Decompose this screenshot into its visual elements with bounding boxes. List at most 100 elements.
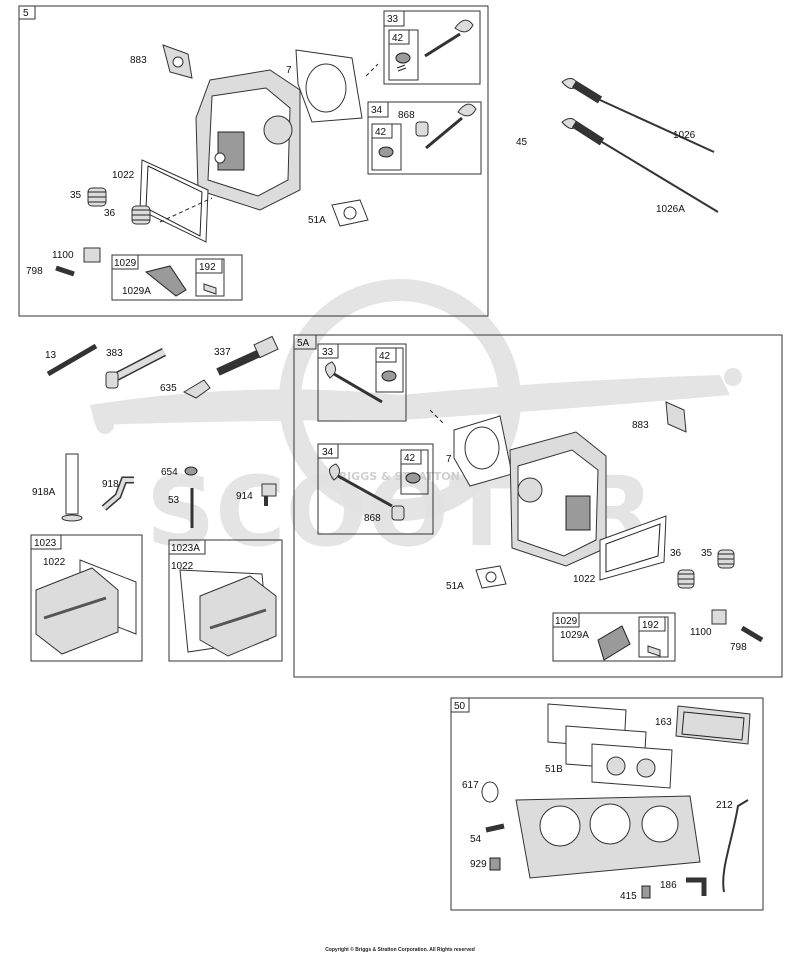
group-192b-tag (638, 616, 666, 632)
watermark-dot-left (96, 416, 114, 434)
callout-212: 212 (716, 800, 733, 811)
group-34-frame[interactable] (367, 101, 482, 175)
callout-13: 13 (45, 350, 57, 361)
group-33-frame[interactable] (383, 10, 481, 85)
valve-seal-2[interactable] (378, 146, 394, 158)
group-1023-frame[interactable] (30, 534, 143, 662)
group-42-label: 42 (392, 33, 404, 44)
valve-45-upper[interactable] (561, 78, 603, 104)
callout-51a-b: 51A (446, 581, 464, 592)
copyright-notice: Copyright © Briggs & Stratton Corporatio… (325, 946, 475, 953)
group-34b-label: 34 (322, 447, 334, 458)
group-34-tag (367, 101, 389, 118)
callout-1022-b: 1022 (43, 557, 66, 568)
valve-cover-1023[interactable] (35, 567, 119, 655)
callout-7: 7 (286, 65, 292, 76)
callout-1100-b: 1100 (690, 627, 712, 638)
valve-head-2[interactable] (457, 103, 477, 117)
valve-stem-2 (425, 116, 463, 150)
group-33b-frame[interactable] (317, 343, 407, 422)
valve-head-4[interactable] (329, 463, 340, 481)
callout-914: 914 (236, 491, 253, 502)
callout-186: 186 (660, 880, 677, 891)
callout-45: 45 (516, 137, 528, 148)
group-33-tag (383, 10, 405, 27)
rocker-arm-b[interactable] (597, 625, 631, 661)
gasket-163[interactable] (675, 705, 751, 745)
group-1029-frame[interactable] (111, 254, 243, 301)
intake-manifold[interactable] (515, 795, 701, 879)
bolt-798-b[interactable] (740, 625, 764, 643)
callout-929: 929 (470, 859, 487, 870)
watermark-subtext: BRIGGS & STRATTON (330, 470, 460, 483)
valve-seal[interactable] (395, 52, 411, 64)
nut-654[interactable] (184, 466, 198, 476)
intake-gasket-51b-3[interactable] (591, 743, 673, 789)
valve-spring-36[interactable] (131, 205, 151, 225)
spark-plug-337[interactable] (216, 335, 279, 376)
group-1029b-label: 1029 (555, 616, 578, 627)
group-33b-label: 33 (322, 347, 334, 358)
callout-51b: 51B (545, 764, 563, 775)
cylinder-head-b[interactable] (509, 431, 607, 567)
valve-keepers (396, 64, 407, 72)
valve-spring-36-b[interactable] (677, 569, 695, 589)
valve-cover-gasket-b[interactable] (599, 515, 667, 581)
bolt-54[interactable] (485, 823, 505, 833)
group-5-frame (18, 5, 489, 317)
tube-918a[interactable] (61, 453, 83, 522)
group-1029b-frame[interactable] (552, 612, 676, 662)
rod-212[interactable] (722, 799, 749, 893)
group-42-tag (388, 29, 410, 45)
group-1023-label: 1023 (34, 538, 57, 549)
cylinder-head[interactable] (195, 69, 301, 211)
adjust-nut[interactable] (203, 283, 217, 295)
group-42d-label: 42 (404, 453, 416, 464)
valve-spring-35[interactable] (87, 187, 107, 207)
bolt-13[interactable] (46, 343, 98, 377)
valve-guide-868[interactable] (415, 121, 429, 137)
callout-36-b: 36 (670, 548, 682, 559)
valve-seal-4[interactable] (405, 472, 421, 484)
valve-guide-868-b[interactable] (391, 505, 405, 521)
bolt-798[interactable] (55, 265, 75, 277)
clip-1100-b[interactable] (711, 609, 727, 625)
valve-cover-gasket[interactable] (139, 159, 209, 243)
nut-929[interactable] (489, 857, 501, 871)
watermark-dot (724, 368, 742, 386)
callout-883-b: 883 (632, 420, 649, 431)
pushrod-1026a[interactable] (601, 141, 719, 213)
group-42d-tag (400, 449, 422, 465)
group-1023a-frame[interactable] (168, 539, 283, 662)
breather-tube-383[interactable] (105, 348, 167, 389)
valve-head[interactable] (454, 19, 474, 33)
group-5-label: 5 (23, 8, 29, 19)
valve-45-lower[interactable] (561, 118, 605, 146)
fitting-186[interactable] (686, 877, 707, 896)
valve-cover-1023a[interactable] (199, 575, 277, 657)
rocker-arm[interactable] (144, 265, 187, 297)
exhaust-gasket-883-b[interactable] (665, 401, 687, 433)
valve-seal-3[interactable] (381, 370, 397, 382)
pushrod-1026[interactable] (599, 99, 715, 153)
group-1029b-tag (552, 612, 580, 628)
fitting-635[interactable] (182, 379, 211, 399)
bolt-914[interactable] (261, 483, 277, 506)
callout-798: 798 (26, 266, 43, 277)
valve-head-3[interactable] (325, 361, 336, 379)
leader-7-b (429, 409, 445, 425)
callout-36: 36 (104, 208, 116, 219)
adjust-nut-b[interactable] (647, 645, 661, 657)
valve-spring-35-b[interactable] (717, 549, 735, 569)
callout-883: 883 (130, 55, 147, 66)
head-gasket-bore (305, 63, 347, 113)
group-1023-tag (30, 534, 62, 550)
ohv-emboss (43, 596, 107, 620)
group-1023a-label: 1023A (171, 543, 200, 554)
oring-617[interactable] (481, 781, 499, 803)
group-33-label: 33 (387, 14, 399, 25)
screw-415[interactable] (641, 885, 651, 899)
group-34b-frame[interactable] (317, 443, 434, 535)
callout-53: 53 (168, 495, 180, 506)
clip-1100[interactable] (83, 247, 101, 263)
